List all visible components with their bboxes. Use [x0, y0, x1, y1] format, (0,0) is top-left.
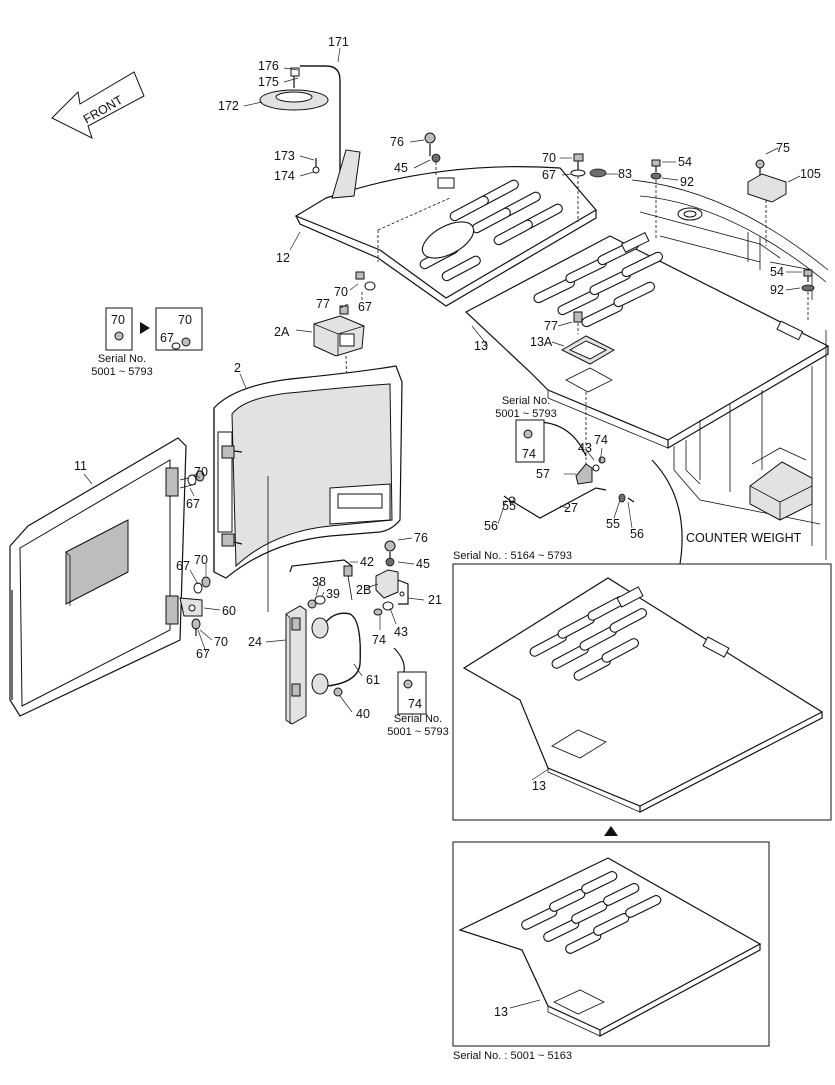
- part-label: 105: [800, 167, 821, 181]
- serial-note-inset-bottom: Serial No. : 5001 ~ 5163: [453, 1050, 572, 1062]
- part-label: 56: [630, 527, 644, 541]
- part-label: 21: [428, 593, 442, 607]
- part-label: 24: [248, 635, 262, 649]
- serial-box-bottom: [397, 671, 427, 715]
- part-label: 70: [178, 313, 192, 327]
- part-label: 43: [394, 625, 408, 639]
- part-label: 55: [502, 499, 516, 513]
- part-label: 67: [358, 300, 372, 314]
- top-cover-assembly: [259, 65, 597, 307]
- part-label: 27: [564, 501, 578, 515]
- part-label: 174: [274, 169, 295, 183]
- part-label: 2: [234, 361, 241, 375]
- serial-captions: Serial No.5001 ~ 5793 Serial No.5001 ~ 5…: [91, 353, 572, 1062]
- top-cover-slots: [419, 179, 563, 282]
- serial-box-left: [105, 307, 203, 351]
- part-label: 76: [414, 531, 428, 545]
- side-door-2: [213, 365, 403, 612]
- part-label: 42: [360, 555, 374, 569]
- inset-bottom-slots: [521, 871, 662, 954]
- part-label: 172: [218, 99, 239, 113]
- part-label: 12: [276, 251, 290, 265]
- deck-plate: [464, 232, 830, 470]
- part-label: 45: [394, 161, 408, 175]
- part-label: 39: [326, 587, 340, 601]
- part-label: 77: [316, 297, 330, 311]
- part-label: 70: [334, 285, 348, 299]
- part-label: 38: [312, 575, 326, 589]
- part-label: 13: [494, 1005, 508, 1019]
- part-label: 67: [542, 168, 556, 182]
- part-label: 43: [578, 441, 592, 455]
- part-label: 75: [776, 141, 790, 155]
- part-label: 171: [328, 35, 349, 49]
- part-label: 54: [678, 155, 692, 169]
- part-label: 61: [366, 673, 380, 687]
- part-label: 55: [606, 517, 620, 531]
- part-labels: 171 176 175 172 173 174 12 76 45 70 67 8…: [74, 35, 821, 1019]
- part-label: 13: [532, 779, 546, 793]
- part-label: 74: [372, 633, 386, 647]
- part-label: 70: [194, 465, 208, 479]
- triangle-arrow-icon: [604, 826, 618, 836]
- part-label: 2A: [274, 325, 290, 339]
- counterweight-label: COUNTER WEIGHT: [686, 531, 802, 545]
- serial-note-bottom: Serial No.5001 ~ 5793: [387, 713, 448, 738]
- part-label: 57: [536, 467, 550, 481]
- hinge-hardware: [179, 470, 211, 636]
- top-fasteners: [355, 132, 815, 320]
- part-label: 74: [522, 447, 536, 461]
- part-label: 83: [618, 167, 632, 181]
- part-label: 92: [770, 283, 784, 297]
- part-label: 70: [542, 151, 556, 165]
- part-label: 40: [356, 707, 370, 721]
- part-label: 11: [74, 459, 87, 473]
- serial-note-middle: Serial No.5001 ~ 5793: [495, 395, 556, 420]
- part-label: 67: [176, 559, 190, 573]
- part-label: 2B: [356, 583, 371, 597]
- part-label: 70: [214, 635, 228, 649]
- part-label: 175: [258, 75, 279, 89]
- side-door-11: [9, 437, 187, 717]
- part-label: 76: [390, 135, 404, 149]
- part-label: 77: [544, 319, 558, 333]
- part-label: 67: [186, 497, 200, 511]
- part-label: 70: [111, 313, 125, 327]
- leader-lines: [83, 47, 802, 1009]
- front-arrow-icon: FRONT: [51, 71, 145, 139]
- part-label: 173: [274, 149, 295, 163]
- serial-note-left: Serial No.5001 ~ 5793: [91, 353, 152, 378]
- part-label: 67: [196, 647, 210, 661]
- part-label: 176: [258, 59, 279, 73]
- part-label: 60: [222, 604, 236, 618]
- part-label: 45: [416, 557, 430, 571]
- part-label: 92: [680, 175, 694, 189]
- serial-note-inset-top: Serial No. : 5164 ~ 5793: [453, 550, 572, 562]
- inset-top: [452, 563, 832, 821]
- handle-assembly: [285, 605, 405, 725]
- machine-frame: COUNTER WEIGHT: [631, 179, 829, 565]
- serial-box-middle: [515, 419, 545, 463]
- part-label: 13: [474, 339, 488, 353]
- inset-top-slots: [529, 596, 647, 681]
- part-label: 56: [484, 519, 498, 533]
- part-label: 54: [770, 265, 784, 279]
- part-label: 13A: [530, 335, 553, 349]
- door-lock-bracket: [289, 540, 409, 616]
- part-label: 74: [408, 697, 422, 711]
- triangle-arrow-icon: [140, 322, 150, 334]
- inset-bottom: [452, 841, 770, 1047]
- part-label: 74: [594, 433, 608, 447]
- part-label: 67: [160, 331, 174, 345]
- part-label: 70: [194, 553, 208, 567]
